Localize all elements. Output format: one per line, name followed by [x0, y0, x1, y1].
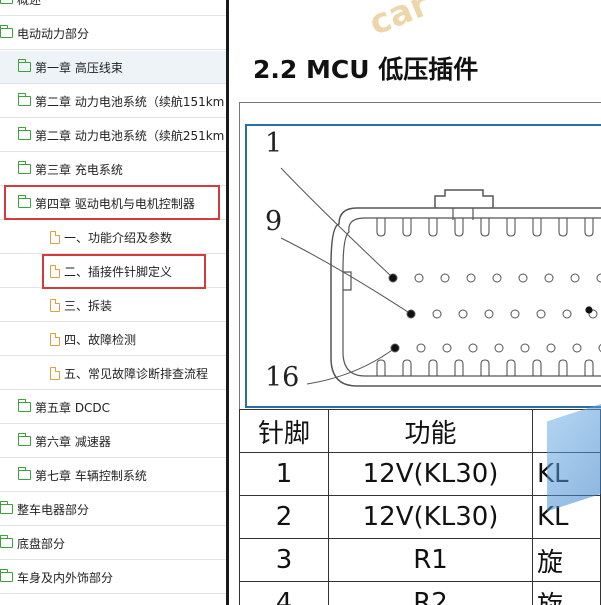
column-header-pin: 针脚 [238, 409, 330, 453]
table-cell: 旋 [531, 538, 601, 582]
document-icon [50, 298, 60, 312]
tree-item-label: 一、功能介绍及参数 [64, 230, 173, 245]
tree-item-label: 第四章 驱动电机与电机控制器 [35, 196, 195, 211]
folder-icon [17, 59, 31, 72]
folder-icon [0, 501, 13, 514]
tree-item[interactable]: 第三章 充电系统 [0, 153, 226, 186]
document-icon [50, 366, 60, 380]
tree-item[interactable]: 三、拆装 [0, 289, 226, 322]
folder-icon [17, 399, 31, 412]
tree-item[interactable]: 五、常见故障诊断排查流程 [0, 357, 226, 390]
table-cell: 2 [238, 495, 330, 539]
folder-icon [17, 93, 31, 106]
tree-item[interactable]: 第四章 驱动电机与电机控制器 [0, 187, 226, 220]
tree-item-label: 二、插接件针脚定义 [64, 264, 173, 279]
folder-icon [17, 127, 31, 140]
tree-item[interactable]: 第二章 动力电池系统（续航251km [0, 119, 226, 152]
table-cell: 4 [238, 581, 330, 605]
connector-drawing [280, 167, 601, 387]
table-cell: R1 [328, 538, 533, 582]
tree-item-label: 第三章 充电系统 [35, 162, 123, 177]
tree-item-label: 三、拆装 [64, 298, 113, 313]
document-icon [50, 230, 60, 244]
table-cell: 3 [238, 538, 330, 582]
tree-item[interactable]: 一、功能介绍及参数 [0, 221, 226, 254]
folder-open-icon [0, 25, 13, 38]
table-row: 4R2旋 [238, 581, 601, 605]
tree-item[interactable]: 概述 [0, 0, 226, 16]
tree-item[interactable]: 第六章 减速器 [0, 425, 226, 458]
tree-item-label: 四、故障检测 [64, 332, 137, 347]
tree-item-label: 第六章 减速器 [35, 434, 111, 449]
tree-item-label: 第一章 高压线束 [35, 60, 123, 75]
watermark: car [363, 0, 435, 44]
table-cell: 旋 [531, 581, 601, 605]
tree-item[interactable]: 第一章 高压线束 [0, 51, 226, 84]
section-title: 2.2 MCU 低压插件 [253, 55, 479, 84]
tree-item[interactable]: 二、插接件针脚定义 [0, 255, 226, 288]
tree-item[interactable]: 整车电器部分 [0, 493, 226, 526]
tree-item-label: 电动动力部分 [17, 26, 90, 41]
tree-item[interactable]: 车身及内外饰部分 [0, 561, 226, 594]
tree-item-label: 第五章 DCDC [35, 400, 111, 415]
tree-item[interactable]: 第七章 车辆控制系统 [0, 459, 226, 492]
folder-icon [0, 535, 13, 548]
tree-item-label: 第二章 动力电池系统（续航251km [35, 128, 225, 143]
table-cell: R2 [328, 581, 533, 605]
tree-item-label: 第二章 动力电池系统（续航151km [35, 94, 225, 109]
tree-item-label: 底盘部分 [17, 536, 66, 551]
folder-icon [17, 467, 31, 480]
connector-diagram: 1 9 16 [245, 124, 601, 408]
column-header-function: 功能 [328, 409, 533, 453]
tree-item-label: 车身及内外饰部分 [17, 570, 114, 585]
tree-item-label: 五、常见故障诊断排查流程 [64, 366, 209, 381]
pin-label-16: 16 [265, 362, 300, 393]
folder-icon [0, 569, 13, 582]
tree-item[interactable]: 第五章 DCDC [0, 391, 226, 424]
pin-label-1: 1 [265, 128, 283, 159]
tree-item-label: 概述 [17, 0, 41, 8]
document-icon [50, 332, 60, 346]
tree-item[interactable]: 第二章 动力电池系统（续航151km [0, 85, 226, 118]
pin-label-9: 9 [265, 206, 283, 237]
table-cell: 12V(KL30) [328, 452, 533, 496]
figure-frame [239, 102, 601, 605]
folder-icon [0, 0, 13, 4]
folder-icon [17, 433, 31, 446]
document-viewer: car 2.2 MCU 低压插件 [229, 0, 601, 605]
folder-open-icon [17, 195, 31, 208]
folder-icon [17, 161, 31, 174]
tree-item[interactable]: 电动动力部分 [0, 17, 226, 50]
table-cell: 12V(KL30) [328, 495, 533, 539]
table-cell: 1 [238, 452, 330, 496]
table-header-row: 针脚 功能 [238, 409, 601, 453]
tree-item-label: 整车电器部分 [17, 502, 90, 517]
document-icon [50, 264, 60, 278]
pane-divider[interactable] [226, 0, 229, 605]
tree-item[interactable]: 底盘部分 [0, 527, 226, 560]
tree-item-label: 第七章 车辆控制系统 [35, 468, 147, 483]
tree-item[interactable]: 四、故障检测 [0, 323, 226, 356]
